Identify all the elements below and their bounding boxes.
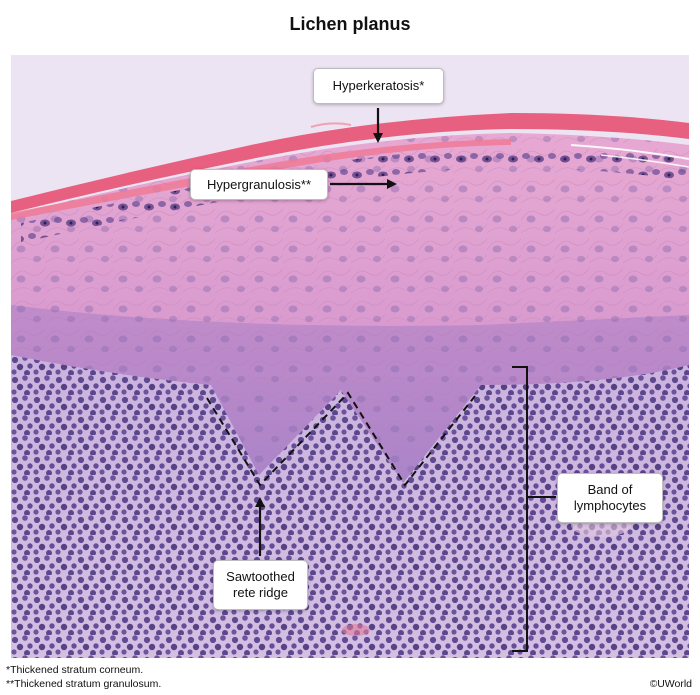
band-label-line1: Band of xyxy=(587,482,633,497)
copyright-symbol: © xyxy=(649,679,658,690)
credit-name: UWorld xyxy=(657,678,692,690)
footnote-stratum-corneum: *Thickened stratum corneum. xyxy=(6,664,144,676)
hypergranulosis-text: Hypergranulosis** xyxy=(206,176,312,192)
tissue-section xyxy=(11,55,689,658)
sawtooth-label-line2: rete ridge xyxy=(233,585,288,600)
sawtooth-label-line1: Sawtoothed xyxy=(226,569,295,584)
hypergranulosis-label: Hypergranulosis** xyxy=(190,169,328,200)
histology-micrograph xyxy=(11,55,689,658)
band-label-line2: lymphocytes xyxy=(573,498,647,513)
band-of-lymphocytes-label: Band of lymphocytes xyxy=(557,473,663,523)
sawtoothed-rete-ridge-label: Sawtoothed rete ridge xyxy=(213,560,308,610)
footnote-stratum-granulosum: **Thickened stratum granulosum. xyxy=(6,678,162,690)
hyperkeratosis-text: Hyperkeratosis* xyxy=(332,78,425,93)
figure-title: Lichen planus xyxy=(289,14,411,34)
hyperkeratosis-label: Hyperkeratosis* xyxy=(313,68,444,104)
credit-watermark: ©UWorld xyxy=(650,678,692,690)
